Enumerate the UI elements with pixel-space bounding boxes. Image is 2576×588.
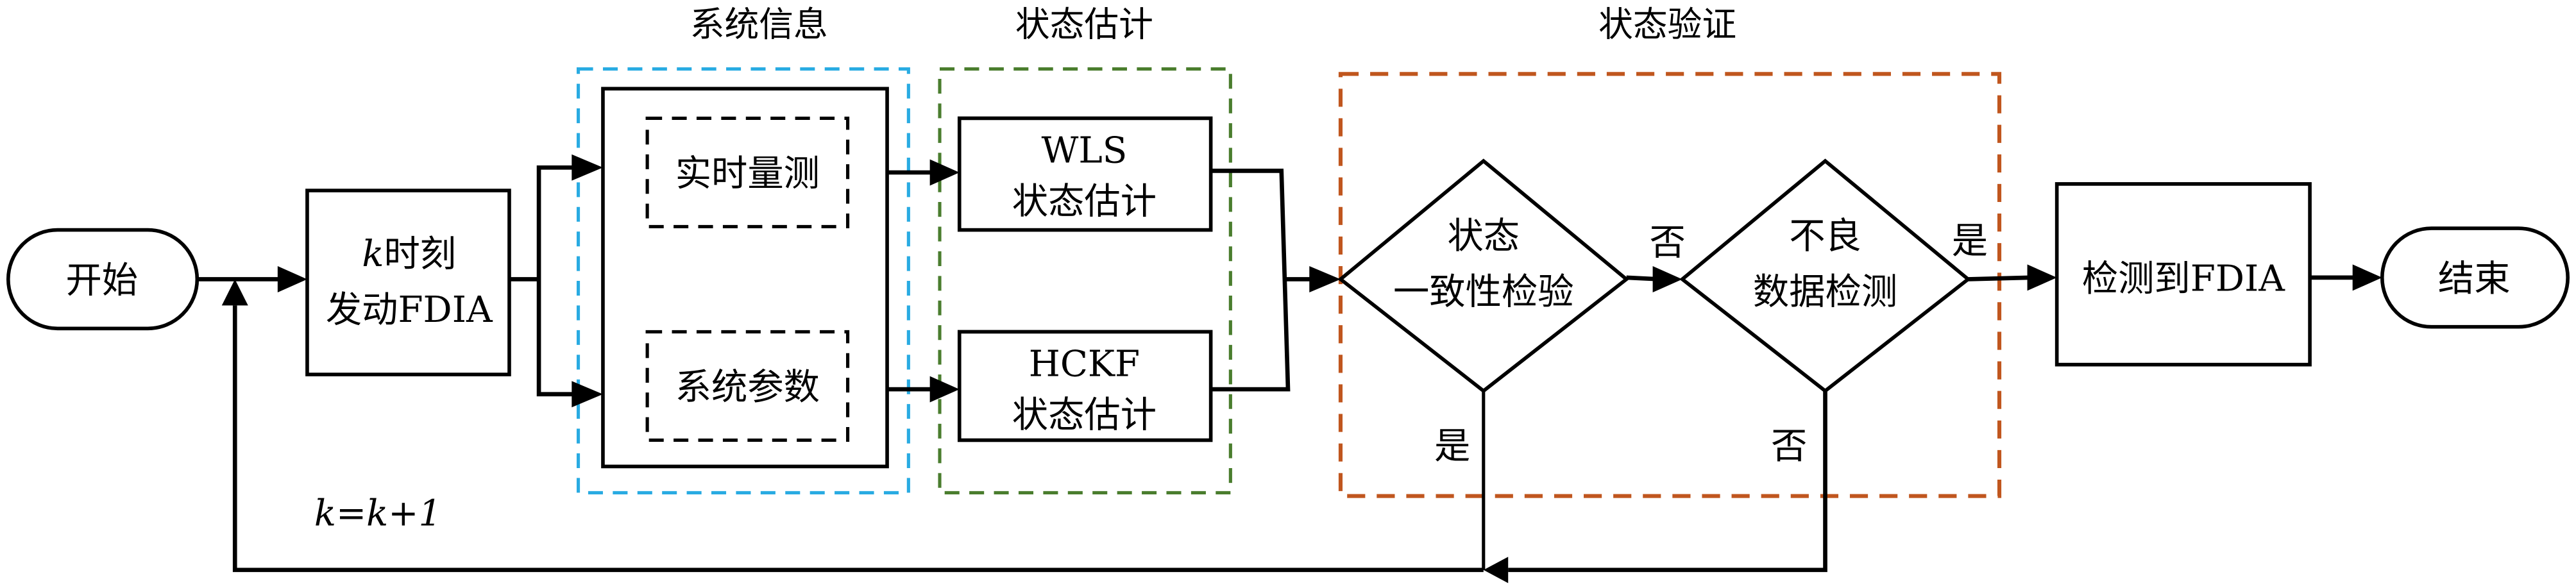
node-attack: k时刻 发动FDIA	[305, 189, 511, 376]
node-end: 结束	[2380, 226, 2570, 329]
edge-attack-realtime	[536, 165, 579, 280]
node-start-label: 开始	[65, 260, 138, 301]
node-consistency-line1: 状态	[1447, 215, 1520, 257]
node-bad-data-detection: 不良 数据检测	[1679, 158, 1971, 394]
node-wls-line1: WLS	[1041, 130, 1127, 172]
node-attack-line2: 发动FDIA	[326, 289, 493, 331]
arrow-head-icon	[277, 265, 307, 292]
node-end-label: 结束	[2438, 258, 2511, 299]
node-start: 开始	[6, 228, 199, 331]
edge-baddata-detected	[1968, 275, 2031, 281]
arrow-head-icon	[2027, 264, 2057, 291]
node-bad-data-line1: 不良	[1789, 215, 1861, 257]
node-wls-line2: 状态估计	[1012, 181, 1157, 223]
node-system-parameters-label: 系统参数	[675, 366, 820, 408]
group-title-state-estimation: 状态估计	[1015, 4, 1153, 44]
group-frame-system-info	[576, 67, 910, 494]
arrow-head-icon	[1652, 265, 1682, 292]
node-system-parameters: 系统参数	[645, 330, 850, 442]
edge-baddata-no-loop	[1508, 391, 1827, 573]
group-title-system-info: 系统信息	[690, 4, 828, 44]
system-info-container	[601, 87, 889, 469]
arrow-head-icon	[1483, 557, 1509, 584]
node-realtime-measurement: 实时量测	[645, 116, 850, 229]
edge-label-loop: k=k+1	[314, 493, 441, 535]
edge-loop-return	[232, 305, 1484, 573]
node-wls: WLS 状态估计	[957, 116, 1213, 232]
edge-label-consistency-yes: 是	[1434, 426, 1470, 467]
group-frame-state-verification	[1338, 72, 2002, 498]
edge-label-bad-data-yes: 是	[1952, 220, 1988, 262]
arrow-head-icon	[572, 381, 603, 408]
arrow-head-icon	[929, 159, 960, 186]
edge-attack-params	[536, 279, 579, 397]
group-title-state-verification: 状态验证	[1598, 4, 1736, 44]
arrow-head-icon	[929, 376, 960, 403]
edge-label-consistency-no: 否	[1649, 222, 1685, 264]
arrow-head-icon	[2352, 264, 2382, 291]
node-bad-data-line2: 数据检测	[1753, 271, 1897, 313]
node-hckf-line1: HCKF	[1029, 344, 1140, 385]
node-hckf-line2: 状态估计	[1012, 394, 1157, 436]
node-attack-line1: k时刻	[362, 233, 456, 275]
group-frame-state-estimation	[938, 67, 1232, 494]
edge-label-bad-data-no: 否	[1771, 426, 1807, 467]
arrow-head-icon	[221, 279, 248, 306]
node-realtime-measurement-label: 实时量测	[675, 153, 820, 194]
edge-wls-consistency	[1210, 169, 1291, 392]
node-consistency-line2: 一致性检验	[1393, 271, 1574, 313]
node-consistency-check: 状态 一致性检验	[1337, 158, 1630, 394]
node-detected: 检测到FDIA	[2055, 182, 2312, 367]
node-detected-label: 检测到FDIA	[2082, 258, 2285, 299]
arrow-head-icon	[572, 154, 603, 181]
node-hckf: HCKF 状态估计	[957, 330, 1213, 442]
arrow-head-icon	[1309, 265, 1341, 292]
